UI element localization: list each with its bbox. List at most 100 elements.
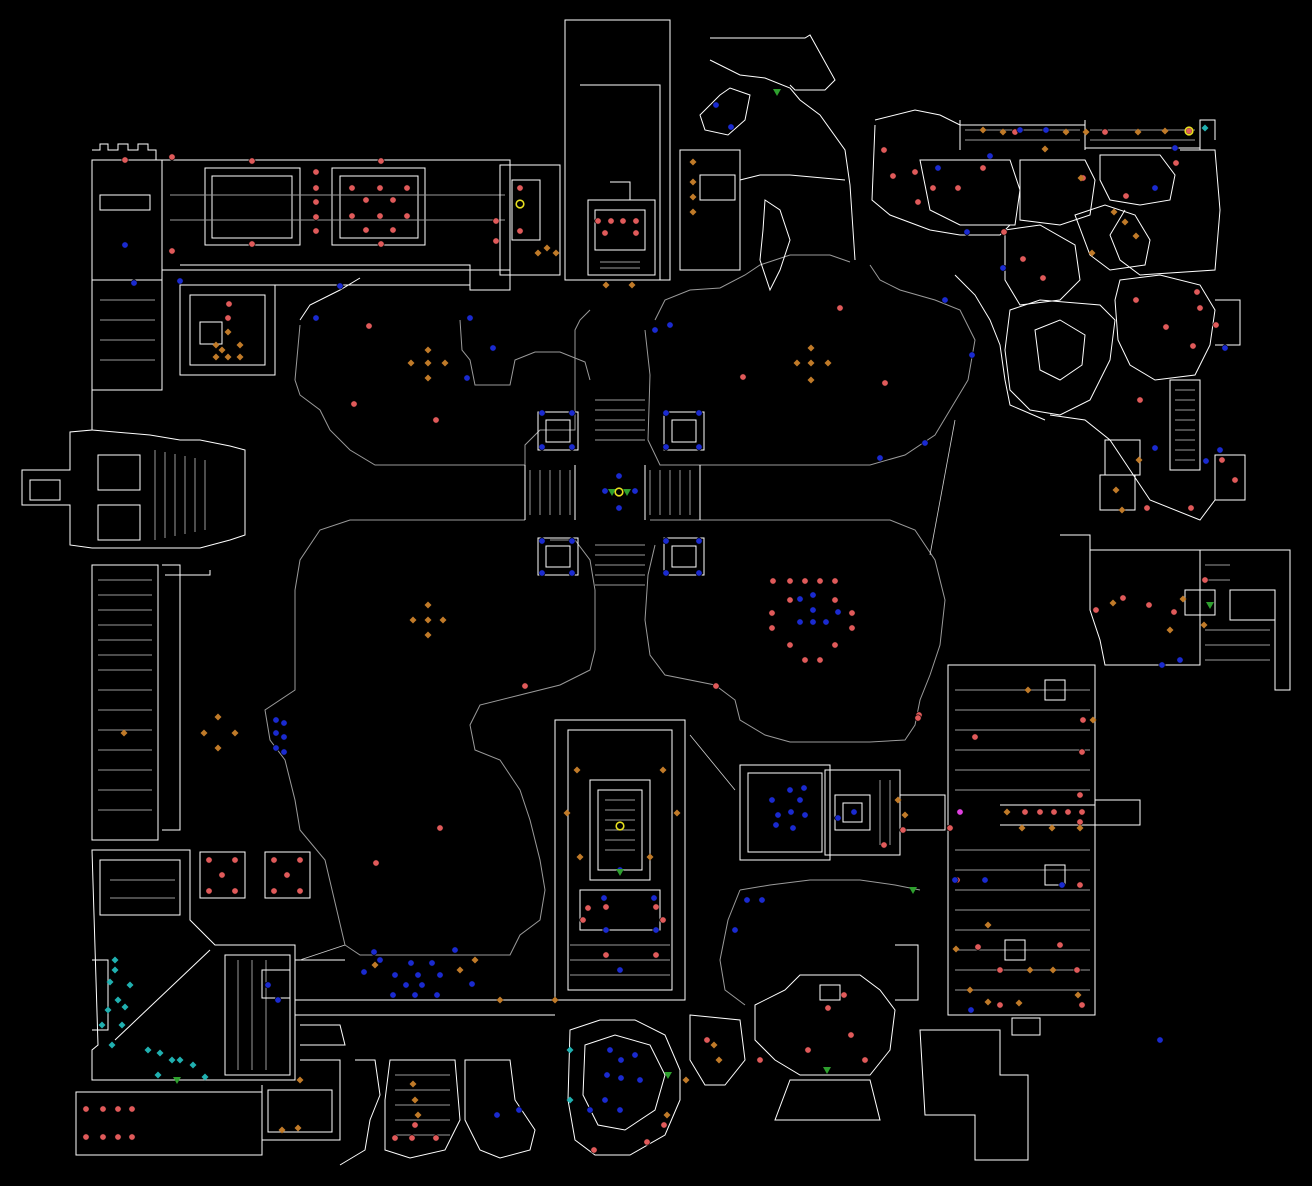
item-teal-icon: [111, 956, 119, 964]
monster-red-icon: [1101, 128, 1109, 136]
monster-red-icon: [168, 153, 176, 161]
monster-red-icon: [899, 826, 907, 834]
monster-blue-icon: [418, 981, 426, 989]
monster-blue-icon: [731, 926, 739, 934]
monster-blue-icon: [1202, 457, 1210, 465]
monster-red-icon: [312, 198, 320, 206]
monster-blue-icon: [272, 744, 280, 752]
monster-blue-icon: [727, 123, 735, 131]
item-orange-icon: [294, 1124, 302, 1132]
item-orange-icon: [1179, 595, 1187, 603]
item-teal-icon: [168, 1056, 176, 1064]
monster-blue-icon: [796, 595, 804, 603]
monster-blue-icon: [617, 1074, 625, 1082]
player-start-icon: [664, 1072, 672, 1079]
monster-blue-icon: [695, 537, 703, 545]
monster-red-icon: [652, 951, 660, 959]
monster-red-icon: [801, 656, 809, 664]
monster-blue-icon: [468, 980, 476, 988]
monster-red-icon: [831, 596, 839, 604]
monster-red-icon: [861, 1056, 869, 1064]
monster-blue-icon: [631, 1051, 639, 1059]
monster-red-icon: [82, 1105, 90, 1113]
item-orange-icon: [120, 729, 128, 737]
item-orange-icon: [673, 809, 681, 817]
monster-red-icon: [1078, 748, 1086, 756]
monster-blue-icon: [631, 487, 639, 495]
item-orange-icon: [439, 616, 447, 624]
key-yellow-icon: [614, 487, 624, 497]
monster-red-icon: [659, 916, 667, 924]
monster-red-icon: [584, 904, 592, 912]
monster-red-icon: [362, 196, 370, 204]
monster-red-icon: [521, 682, 529, 690]
monster-red-icon: [99, 1105, 107, 1113]
item-orange-icon: [1024, 686, 1032, 694]
item-orange-icon: [1088, 249, 1096, 257]
item-orange-icon: [1015, 999, 1023, 1007]
item-orange-icon: [999, 128, 1007, 136]
item-orange-icon: [1018, 824, 1026, 832]
monster-blue-icon: [1016, 126, 1024, 134]
monster-red-icon: [914, 198, 922, 206]
monster-red-icon: [231, 887, 239, 895]
monster-red-icon: [786, 641, 794, 649]
monster-blue-icon: [603, 1071, 611, 1079]
monster-red-icon: [99, 1133, 107, 1141]
monster-red-icon: [516, 184, 524, 192]
item-orange-icon: [1048, 824, 1056, 832]
monster-red-icon: [1189, 342, 1197, 350]
monster-red-icon: [1079, 716, 1087, 724]
monster-blue-icon: [360, 968, 368, 976]
monster-red-icon: [231, 856, 239, 864]
monster-red-icon: [376, 184, 384, 192]
monster-red-icon: [1136, 396, 1144, 404]
item-orange-icon: [1132, 232, 1140, 240]
monster-red-icon: [348, 184, 356, 192]
monster-blue-icon: [272, 729, 280, 737]
item-orange-icon: [224, 328, 232, 336]
item-orange-icon: [424, 359, 432, 367]
monster-blue-icon: [1151, 184, 1159, 192]
item-orange-icon: [407, 359, 415, 367]
monster-red-icon: [1187, 504, 1195, 512]
monster-red-icon: [432, 416, 440, 424]
item-orange-icon: [471, 956, 479, 964]
item-teal-icon: [566, 1096, 574, 1104]
monster-red-icon: [205, 887, 213, 895]
teleport-icon: [956, 808, 964, 816]
item-orange-icon: [807, 344, 815, 352]
item-orange-icon: [212, 353, 220, 361]
monster-blue-icon: [130, 279, 138, 287]
monster-blue-icon: [774, 811, 782, 819]
item-orange-icon: [646, 853, 654, 861]
monster-red-icon: [840, 991, 848, 999]
item-teal-icon: [104, 1006, 112, 1014]
monster-blue-icon: [695, 443, 703, 451]
monster-blue-icon: [376, 956, 384, 964]
monster-blue-icon: [786, 786, 794, 794]
monster-blue-icon: [280, 719, 288, 727]
monster-blue-icon: [176, 277, 184, 285]
monster-red-icon: [914, 714, 922, 722]
monster-blue-icon: [666, 321, 674, 329]
monster-red-icon: [1073, 966, 1081, 974]
monster-blue-icon: [1216, 446, 1224, 454]
monster-red-icon: [739, 373, 747, 381]
monster-red-icon: [946, 824, 954, 832]
monster-blue-icon: [662, 569, 670, 577]
monster-blue-icon: [280, 733, 288, 741]
player-start-icon: [823, 1067, 831, 1074]
item-orange-icon: [236, 353, 244, 361]
monster-red-icon: [1170, 608, 1178, 616]
monster-red-icon: [643, 1138, 651, 1146]
item-orange-icon: [1089, 716, 1097, 724]
player-start-icon: [623, 489, 631, 496]
monster-red-icon: [350, 400, 358, 408]
item-orange-icon: [807, 376, 815, 384]
item-orange-icon: [984, 921, 992, 929]
monster-red-icon: [660, 1121, 668, 1129]
monster-red-icon: [607, 217, 615, 225]
item-orange-icon: [1003, 808, 1011, 816]
